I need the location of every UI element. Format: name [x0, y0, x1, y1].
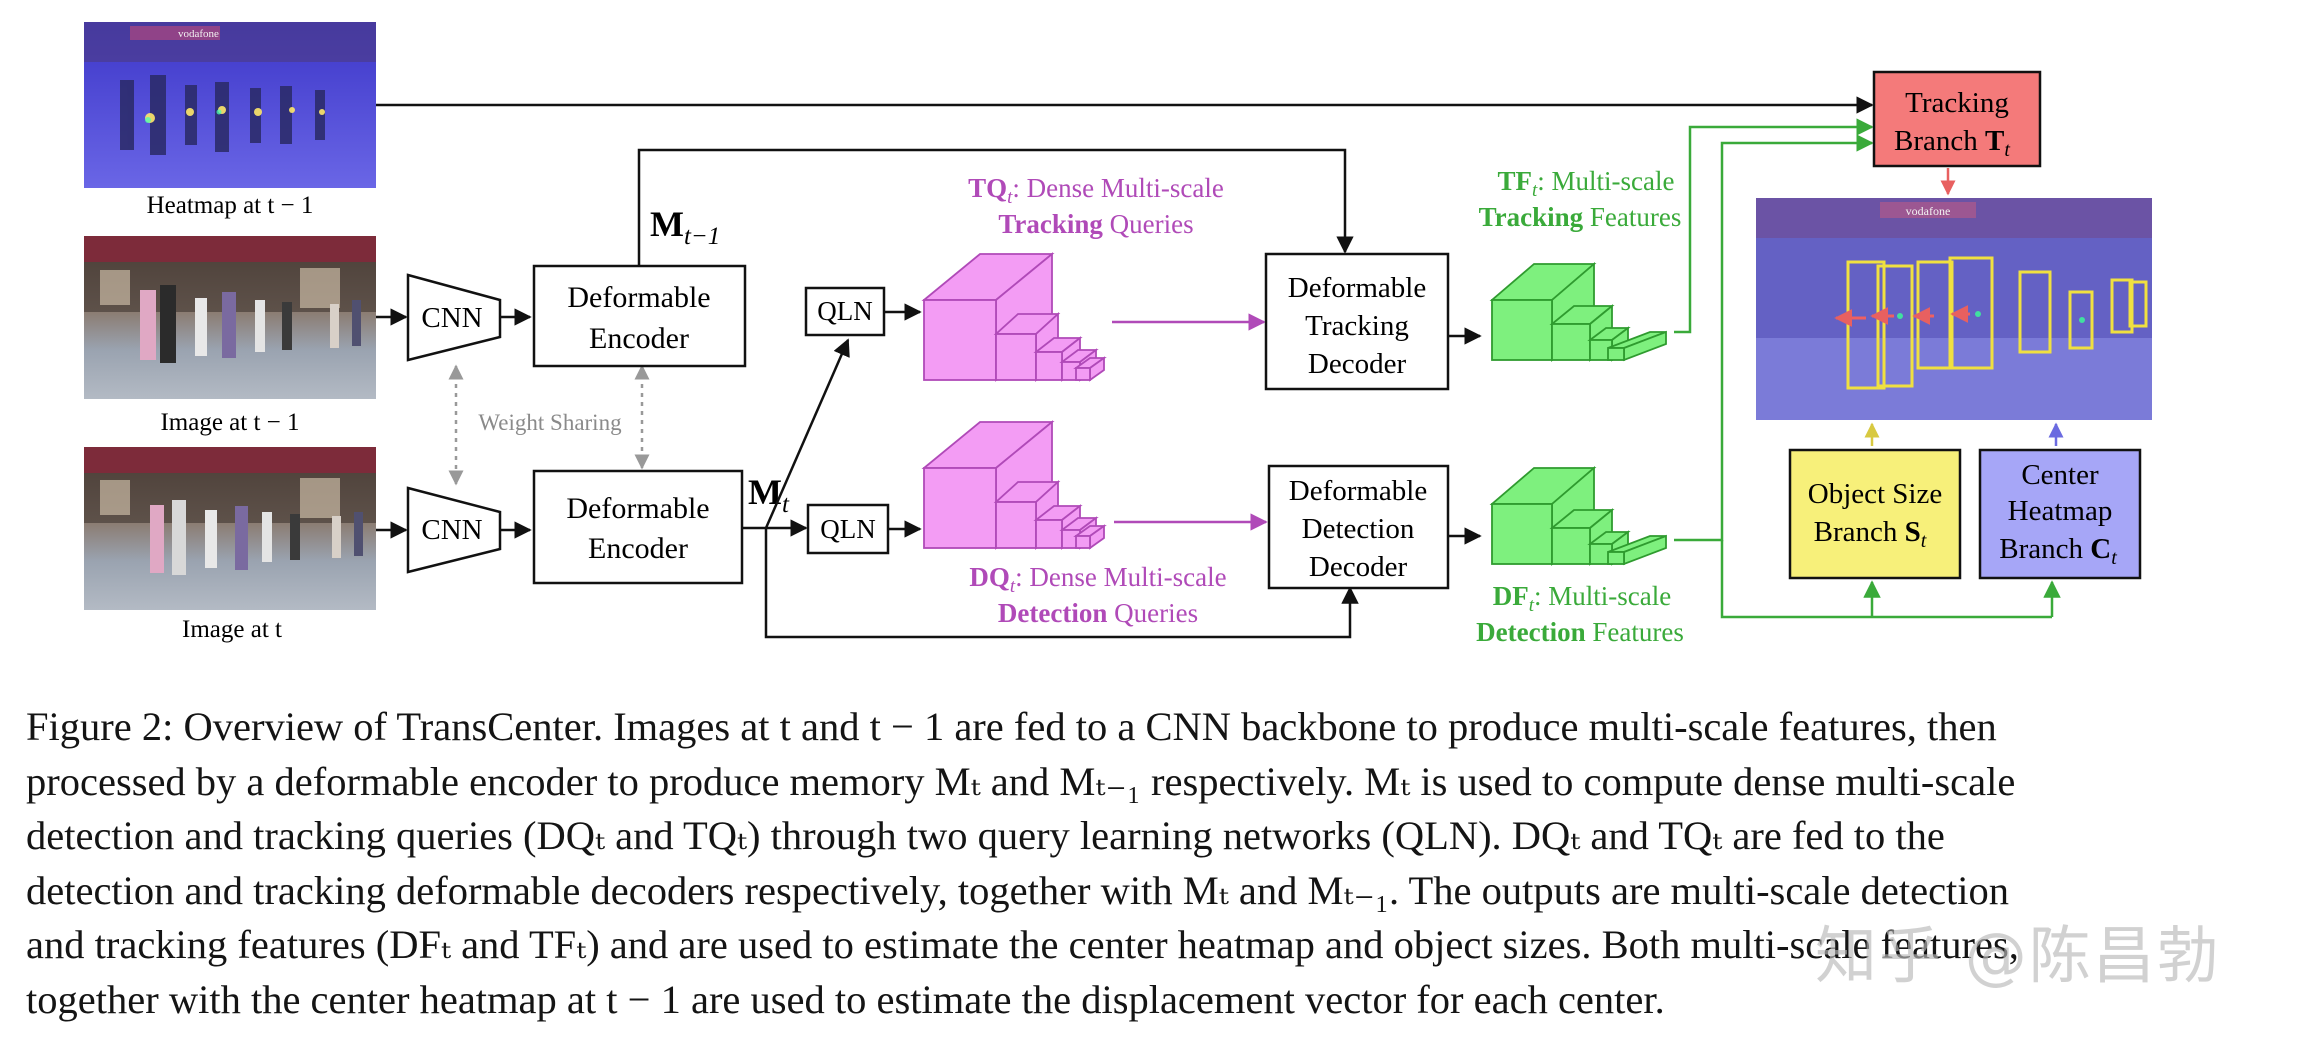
figure-caption: Figure 2: Overview of TransCenter. Image… [26, 700, 2276, 1027]
transcenter-diagram: vodafone Heatmap at t − 1 Image at t − 1 [84, 22, 2152, 647]
caption-line-2: processed by a deformable encoder to pro… [26, 758, 2016, 804]
output-visualization: vodafone [1756, 198, 2152, 420]
svg-text:Deformable: Deformable [566, 492, 709, 525]
cnn-bottom: CNN [406, 486, 502, 574]
svg-text:Branch Tt: Branch Tt [1894, 125, 2010, 161]
sign-text: vodafone [178, 28, 219, 40]
svg-text:Tracking: Tracking [1305, 310, 1409, 342]
dq-subtitle: Detection Queries [998, 598, 1198, 628]
svg-text:Encoder: Encoder [588, 532, 688, 565]
watermark: 知乎 @陈昌勃 [1815, 919, 2221, 992]
image-prev-label: Image at t − 1 [160, 409, 299, 436]
detection-features-stack [1489, 466, 1667, 566]
svg-text:Object Size: Object Size [1808, 478, 1942, 510]
svg-text:Deformable: Deformable [567, 281, 710, 314]
svg-text:CNN: CNN [421, 514, 482, 546]
caption-line-1: Figure 2: Overview of TransCenter. Image… [26, 704, 1997, 749]
svg-text:Deformable: Deformable [1288, 272, 1427, 304]
detection-queries-stack [921, 420, 1107, 551]
tracking-queries-stack [921, 252, 1107, 383]
caption-line-6: together with the center heatmap at t − … [26, 976, 1665, 1022]
caption-line-4: detection and tracking deformable decode… [26, 867, 2010, 913]
object-size-branch: Object Size Branch St [1788, 448, 1962, 580]
svg-text:Heatmap: Heatmap [2008, 495, 2113, 527]
svg-text:QLN: QLN [820, 514, 876, 544]
dq-title: DQt: Dense Multi-scale [969, 562, 1226, 597]
image-current [84, 447, 376, 610]
svg-text:Branch Ct: Branch Ct [1999, 533, 2117, 569]
weight-sharing-label: Weight Sharing [478, 410, 622, 435]
heatmap-prev-image: vodafone [84, 22, 376, 188]
svg-text:Branch St: Branch St [1814, 516, 1927, 552]
tracking-features-stack [1489, 262, 1667, 362]
svg-text:Decoder: Decoder [1308, 348, 1407, 380]
heatmap-prev-label: Heatmap at t − 1 [147, 192, 314, 219]
deformable-encoder-bottom: Deformable Encoder [532, 469, 744, 585]
caption-line-5: and tracking features (DFₜ and TFₜ) and … [26, 922, 2019, 967]
memory-prev-label: Mt−1 [650, 204, 720, 250]
svg-text:Detection: Detection [1302, 513, 1415, 545]
tq-title: TQt: Dense Multi-scale [968, 173, 1224, 208]
qln-bottom: QLN [806, 503, 890, 555]
qln-top: QLN [804, 286, 886, 337]
svg-text:Center: Center [2021, 459, 2099, 491]
svg-text:CNN: CNN [421, 302, 482, 334]
svg-text:Deformable: Deformable [1289, 475, 1428, 507]
tq-subtitle: Tracking Queries [998, 209, 1193, 239]
svg-text:QLN: QLN [817, 296, 873, 326]
df-subtitle: Detection Features [1476, 617, 1684, 647]
tracking-branch: Tracking Branch Tt [1872, 70, 2042, 168]
caption-line-3: detection and tracking queries (DQₜ and … [26, 813, 1945, 858]
svg-text:Encoder: Encoder [589, 322, 689, 355]
svg-text:Decoder: Decoder [1309, 551, 1408, 583]
image-current-label: Image at t [182, 616, 282, 643]
image-prev [84, 236, 376, 399]
svg-text:Tracking: Tracking [1905, 87, 2009, 119]
tf-subtitle: Tracking Features [1479, 202, 1682, 232]
df-title: DFt: Multi-scale [1493, 581, 1672, 616]
deformable-encoder-top: Deformable Encoder [532, 264, 747, 368]
deformable-detection-decoder: Deformable Detection Decoder [1267, 464, 1450, 590]
deformable-tracking-decoder: Deformable Tracking Decoder [1264, 252, 1450, 391]
cnn-top: CNN [406, 273, 502, 362]
output-sign-text: vodafone [1906, 204, 1951, 218]
tf-title: TFt: Multi-scale [1497, 166, 1674, 201]
memory-current-label: Mt [748, 472, 790, 518]
center-heatmap-branch: Center Heatmap Branch Ct [1978, 448, 2142, 580]
